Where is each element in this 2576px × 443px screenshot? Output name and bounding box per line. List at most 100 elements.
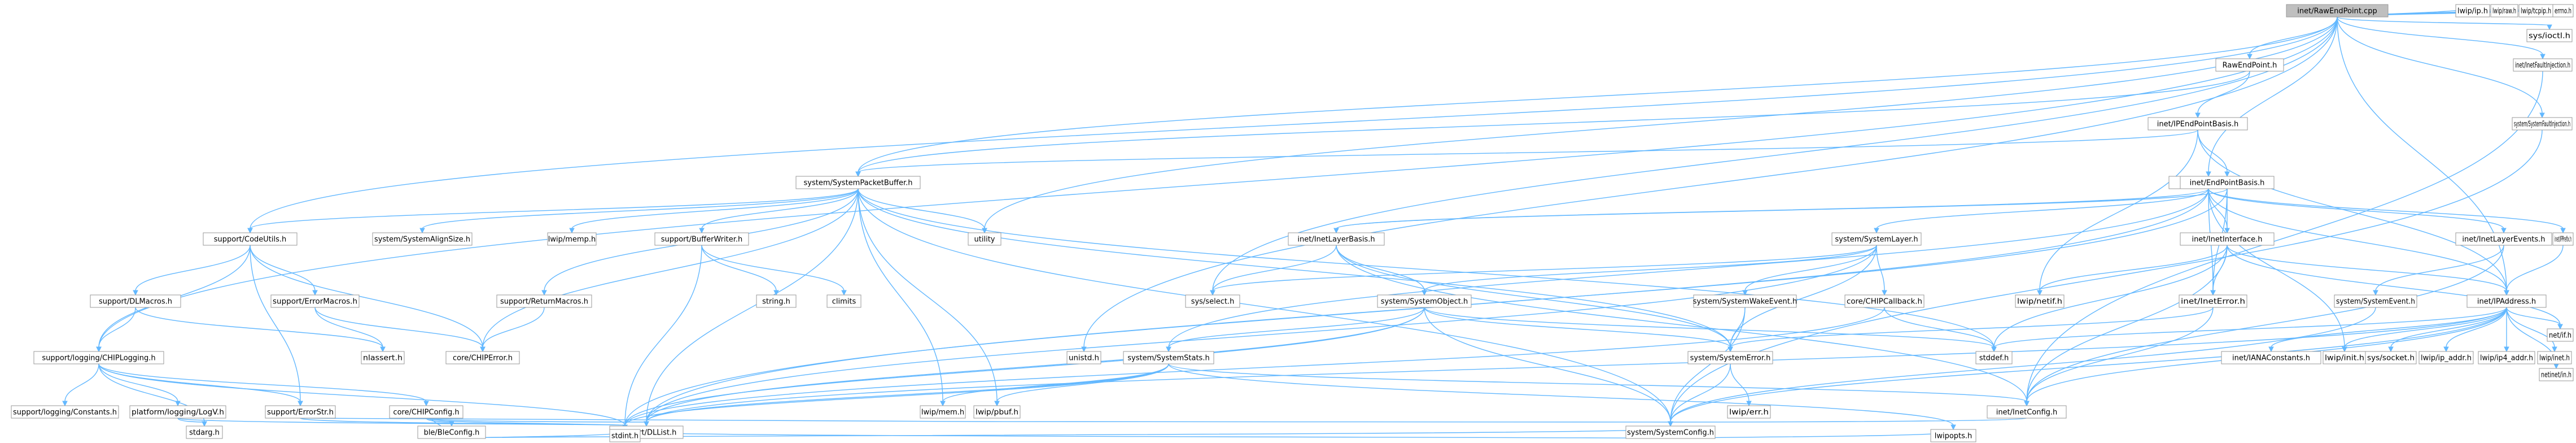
- node-climits[interactable]: climits: [826, 294, 861, 308]
- node-SystemError[interactable]: system/SystemError.h: [1687, 351, 1773, 364]
- node-Logging_platform[interactable]: platform/logging/LogV.h: [129, 405, 226, 419]
- node-lwip_memp[interactable]: lwip/memp.h: [547, 232, 597, 246]
- edge-SystemStats-to-lwipopts: [1168, 363, 1956, 431]
- node-SystemLayer[interactable]: system/SystemLayer.h: [1831, 232, 1922, 246]
- node-label: ble/BleConfig.h: [424, 429, 480, 437]
- node-string_h[interactable]: string.h: [756, 294, 797, 308]
- node-box: [372, 232, 473, 246]
- node-stdarg[interactable]: stdarg.h: [186, 425, 223, 439]
- node-errno[interactable]: errno.h: [2552, 4, 2574, 18]
- node-RawEndPoint_h[interactable]: RawEndPoint.h: [2215, 58, 2284, 72]
- node-box: [2418, 351, 2474, 364]
- node-box: [389, 405, 463, 419]
- node-box: [1987, 405, 2067, 419]
- node-SystemStats[interactable]: system/SystemStats.h: [1123, 351, 1214, 364]
- node-lwip_pbuf[interactable]: lwip/pbuf.h: [973, 405, 1021, 419]
- node-CHIPCallback[interactable]: core/CHIPCallback.h: [1844, 294, 1925, 308]
- node-SystemPacketBuffer[interactable]: system/SystemPacketBuffer.h: [795, 176, 921, 189]
- node-ErrorMacros[interactable]: support/ErrorMacros.h: [270, 294, 360, 308]
- node-nlassert[interactable]: nlassert.h: [361, 351, 405, 364]
- node-box: [2015, 294, 2065, 308]
- node-InetConfig[interactable]: inet/InetConfig.h: [1987, 405, 2067, 419]
- node-SystemFaultInjection[interactable]: system/SystemFaultInjection.h: [2512, 117, 2573, 131]
- edge-CodeUtils-to-ErrorMacros: [250, 245, 318, 296]
- node-InetLayerEvents[interactable]: inet/InetLayerEvents.h: [2455, 232, 2552, 246]
- node-ReturnMacros[interactable]: support/ReturnMacros.h: [496, 294, 592, 308]
- node-lwip_ip4_addr[interactable]: lwip/ip4_addr.h: [2478, 351, 2535, 364]
- node-utility[interactable]: utility: [968, 232, 1001, 246]
- node-label: lwip/init.h: [2325, 354, 2364, 363]
- node-SystemObject[interactable]: system/SystemObject.h: [1377, 294, 1472, 308]
- node-lwip_mem[interactable]: lwip/mem.h: [920, 405, 966, 419]
- node-InetLayerBasis[interactable]: inet/InetLayerBasis.h: [1288, 232, 1385, 246]
- edge-ErrorMacros-to-nlassert: [314, 307, 386, 353]
- node-SystemWakeEvent[interactable]: system/SystemWakeEvent.h: [1693, 294, 1797, 308]
- node-box: [609, 429, 641, 442]
- node-IPPrefix[interactable]: inet/IPPrefix.h: [2552, 232, 2574, 246]
- edge-BufferWriter-to-climits: [701, 245, 847, 296]
- node-net_if[interactable]: net/if.h: [2547, 328, 2574, 342]
- node-lwip_inet[interactable]: lwip/inet.h: [2537, 351, 2572, 364]
- edge-CHIPLogging-to-LoggingConstants: [62, 363, 99, 407]
- node-LoggingConstants[interactable]: support/logging/Constants.h: [11, 405, 119, 419]
- node-netinet_in[interactable]: netinet/in.h: [2539, 368, 2574, 381]
- node-stddef[interactable]: stddef.h: [1975, 351, 2013, 364]
- edge-SystemLayer-to-sys_select: [1210, 245, 1877, 296]
- node-lwip_ip_addr[interactable]: lwip/ip_addr.h: [2418, 351, 2474, 364]
- node-label: sys/socket.h: [2367, 354, 2415, 363]
- node-IPAddress[interactable]: inet/IPAddress.h: [2466, 294, 2547, 308]
- node-box: [496, 294, 592, 308]
- node-lwip_netif[interactable]: lwip/netif.h: [2015, 294, 2065, 308]
- edge-SystemObject-to-stdint: [622, 307, 1425, 431]
- node-SystemEvent[interactable]: system/SystemEvent.h: [2334, 294, 2417, 308]
- node-lwip_err[interactable]: lwip/err.h: [1727, 405, 1771, 419]
- node-sys_select[interactable]: sys/select.h: [1185, 294, 1240, 308]
- node-lwip_tcpip[interactable]: lwip/tcpip.h: [2518, 4, 2553, 18]
- node-EndPointBasis[interactable]: inet/EndPointBasis.h: [2180, 176, 2275, 189]
- node-ErrorStr[interactable]: support/ErrorStr.h: [265, 405, 336, 419]
- edge-Logging_platform-to-stdarg: [177, 418, 207, 427]
- node-label: system/SystemPacketBuffer.h: [803, 179, 912, 188]
- node-box: [2552, 4, 2574, 18]
- edge-SystemObject-to-stddef: [1424, 307, 1997, 353]
- node-CHIPError[interactable]: core/CHIPError.h: [445, 351, 520, 364]
- node-box: [1288, 232, 1385, 246]
- node-IANAConstants[interactable]: inet/IANAConstants.h: [2221, 351, 2321, 364]
- node-BleConfig[interactable]: ble/BleConfig.h: [417, 425, 486, 439]
- node-sys_socket[interactable]: sys/socket.h: [2365, 351, 2417, 364]
- node-CHIPConfig[interactable]: core/CHIPConfig.h: [389, 405, 463, 419]
- node-label: nlassert.h: [363, 354, 403, 363]
- node-lwip_ip[interactable]: lwip/ip.h: [2455, 4, 2490, 18]
- node-label: inet/IANAConstants.h: [2232, 354, 2310, 363]
- edge-InetInterface-to-net_if: [2227, 245, 2563, 330]
- node-SystemAlignSize[interactable]: system/SystemAlignSize.h: [372, 232, 473, 246]
- node-label: inet/IPEndPointBasis.h: [2157, 120, 2238, 129]
- node-sys_ioctl[interactable]: sys/ioctl.h: [2526, 29, 2573, 42]
- node-CodeUtils[interactable]: support/CodeUtils.h: [203, 232, 298, 246]
- graph-edges: [62, 6, 2566, 439]
- node-stdint[interactable]: stdint.h: [609, 429, 641, 442]
- edge-ErrorMacros-to-CHIPError: [314, 307, 486, 353]
- node-SystemConfig[interactable]: system/SystemConfig.h: [1625, 425, 1716, 439]
- edge-SystemPacketBuffer-to-lwip_memp: [569, 188, 859, 234]
- node-label: platform/logging/LogV.h: [132, 409, 224, 417]
- node-InetFaultInjection[interactable]: inet/InetFaultInjection.h: [2513, 58, 2573, 72]
- node-lwipopts[interactable]: lwipopts.h: [1930, 429, 1976, 442]
- node-BufferWriter[interactable]: support/BufferWriter.h: [654, 232, 749, 246]
- node-InetInterface[interactable]: inet/InetInterface.h: [2180, 232, 2275, 246]
- node-label: inet/InetError.h: [2181, 298, 2245, 306]
- edge-root-to-sys_ioctl: [2337, 16, 2552, 31]
- node-label: inet/RawEndPoint.cpp: [2297, 7, 2377, 16]
- edge-SystemPacketBuffer-to-CodeUtils: [247, 188, 859, 234]
- node-DLMacros[interactable]: support/DLMacros.h: [90, 294, 181, 308]
- node-lwip_init[interactable]: lwip/init.h: [2323, 351, 2367, 364]
- node-IPEndPointBasis[interactable]: inet/IPEndPointBasis.h: [2148, 117, 2248, 131]
- node-lwip_raw[interactable]: lwip/raw.h: [2490, 4, 2518, 18]
- node-label: support/ErrorMacros.h: [273, 298, 357, 306]
- node-label: inet/EndPointBasis.h: [2190, 179, 2265, 188]
- node-CHIPLogging[interactable]: support/logging/CHIPLogging.h: [33, 351, 164, 364]
- node-InetError[interactable]: inet/InetError.h: [2179, 294, 2247, 308]
- node-label: system/SystemConfig.h: [1627, 429, 1714, 437]
- node-unistd[interactable]: unistd.h: [1066, 351, 1101, 364]
